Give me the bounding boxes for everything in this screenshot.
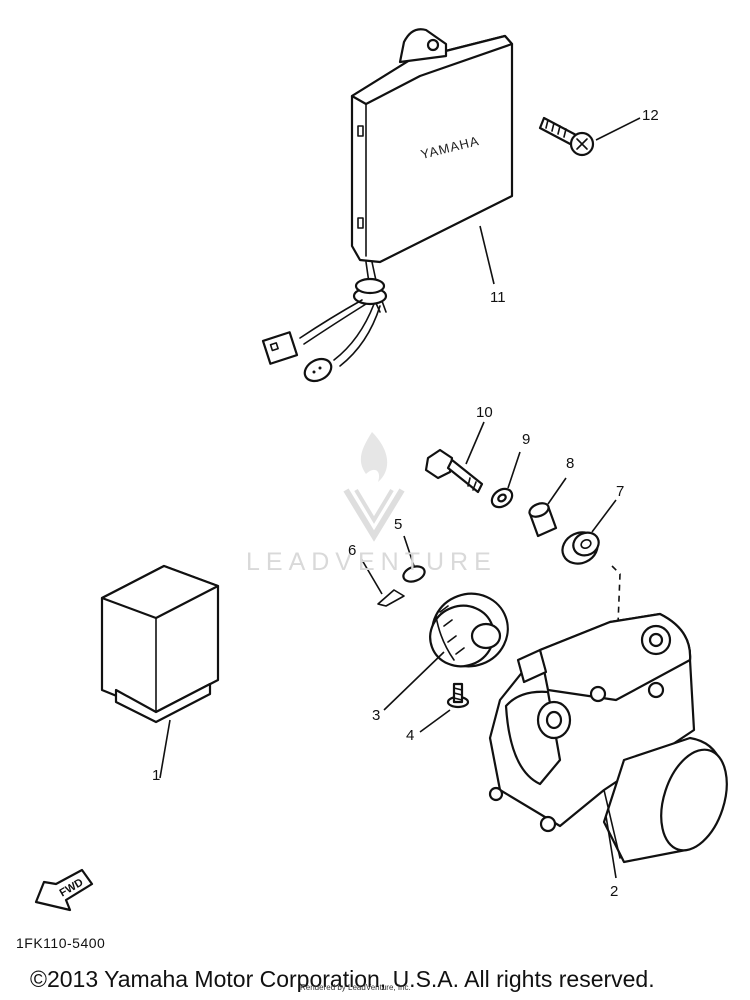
callout-5[interactable]: 5 <box>394 516 403 533</box>
callout-4[interactable]: 4 <box>406 727 415 744</box>
rendered-by-note: Rendered by LeadVenture, Inc. <box>300 983 411 992</box>
part-code: 1FK110-5400 <box>16 935 106 951</box>
callout-1[interactable]: 1 <box>152 767 161 784</box>
rotor-3[interactable] <box>383 583 518 711</box>
control-unit-11[interactable] <box>261 28 514 385</box>
callout-6[interactable]: 6 <box>348 542 357 559</box>
callout-2[interactable]: 2 <box>610 883 619 900</box>
callout-11[interactable]: 11 <box>490 289 506 306</box>
washer-9[interactable] <box>488 451 521 511</box>
callout-10[interactable]: 10 <box>476 404 493 421</box>
watermark-text: LEADVENTURE <box>246 548 497 576</box>
pin-5[interactable] <box>401 535 426 584</box>
fwd-arrow-icon <box>34 868 94 912</box>
callout-8[interactable]: 8 <box>566 455 575 472</box>
screw-12[interactable] <box>538 116 641 157</box>
screw-4[interactable] <box>419 682 470 733</box>
callout-12[interactable]: 12 <box>642 107 659 124</box>
callout-9[interactable]: 9 <box>522 431 531 448</box>
callout-3[interactable]: 3 <box>372 707 381 724</box>
housing-2[interactable] <box>488 612 739 879</box>
callout-7[interactable]: 7 <box>616 483 625 500</box>
grommet-7[interactable] <box>557 499 621 625</box>
collar-8[interactable] <box>527 477 567 538</box>
relay-1[interactable] <box>100 564 220 779</box>
clip-6[interactable] <box>361 559 405 607</box>
bolt-10[interactable] <box>424 421 485 494</box>
copyright-notice: ©2013 Yamaha Motor Corporation, U.S.A. A… <box>30 966 655 992</box>
leadventure-logo-watermark <box>343 432 405 542</box>
